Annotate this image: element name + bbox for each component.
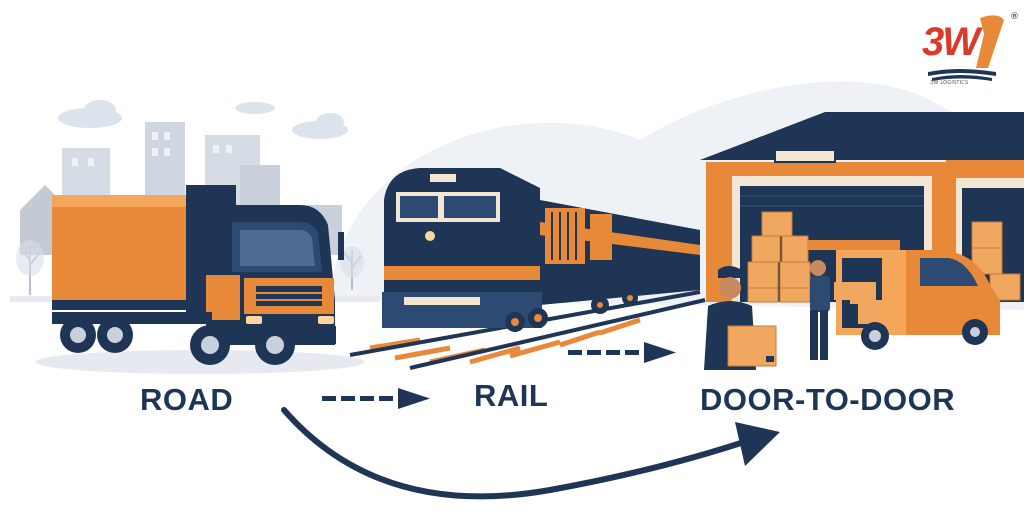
train-icon	[382, 168, 700, 332]
label-door-to-door: DOOR-TO-DOOR	[700, 382, 956, 417]
truck-icon	[52, 185, 344, 365]
arrow-icon	[322, 342, 676, 409]
curved-arrow-icon	[281, 407, 780, 500]
logo-mark-icon	[928, 15, 1004, 81]
worker-icon	[704, 260, 854, 370]
delivery-van-icon	[808, 240, 1000, 350]
cloud-icon	[58, 100, 348, 139]
rail-tracks	[349, 290, 706, 370]
brand-logo: 3W ® 3W LOGISTICS	[918, 10, 1019, 92]
label-rail: RAIL	[474, 378, 549, 413]
registered-mark: ®	[1010, 12, 1019, 22]
logo-text: 3W	[922, 20, 980, 64]
label-road: ROAD	[140, 382, 234, 417]
logo-tagline: 3W LOGISTICS	[930, 80, 969, 86]
